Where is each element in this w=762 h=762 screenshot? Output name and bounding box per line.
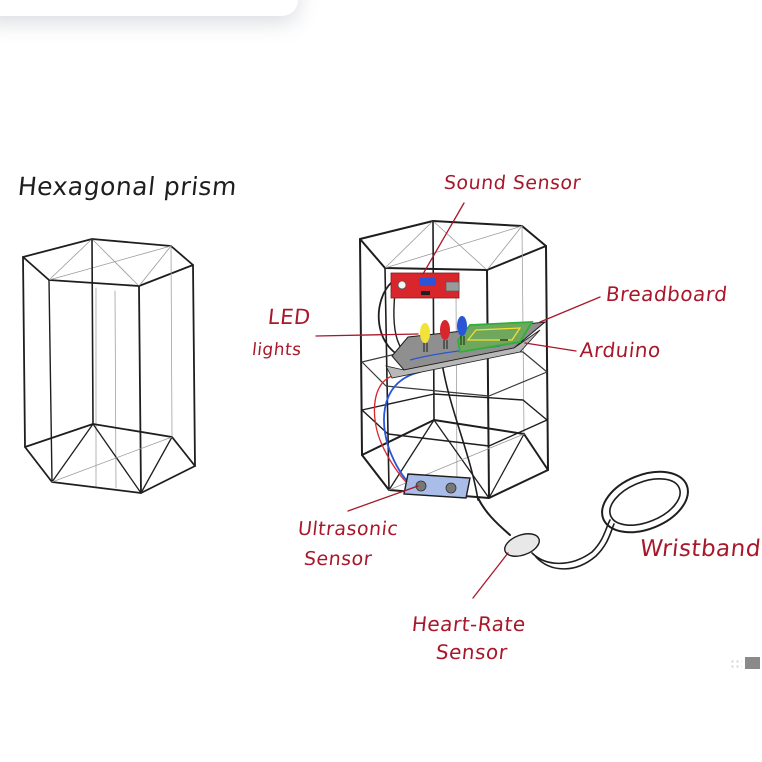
resize-handle[interactable]	[728, 656, 762, 672]
label-ultrasonic-line2: Sensor	[302, 548, 374, 570]
browser-top-panel	[0, 0, 298, 16]
label-leader-lines	[315, 202, 601, 599]
label-arduino: Arduino	[578, 338, 663, 362]
label-heart-rate-line2: Sensor	[434, 640, 509, 664]
square-icon	[745, 657, 760, 669]
ultrasonic-sensor-module	[403, 473, 471, 499]
label-wristband: Wristband.	[638, 536, 762, 562]
arduino-board	[457, 321, 534, 354]
hexagonal-prism-drawing	[22, 238, 196, 494]
label-breadboard: Breadboard	[604, 282, 729, 306]
hexagonal-prism-title: Hexagonal prism	[16, 172, 239, 201]
label-heart-rate-line1: Heart-Rate	[410, 612, 528, 636]
wristband-drawing	[477, 470, 689, 570]
led-lights	[420, 316, 467, 352]
label-sound-sensor: Sound Sensor	[442, 172, 583, 194]
label-ultrasonic-line1: Ultrasonic	[296, 518, 400, 540]
device-prism-drawing	[359, 220, 549, 499]
label-led-line1: LED	[266, 305, 312, 329]
sound-sensor-module	[390, 272, 460, 299]
label-led-line2: lights	[250, 340, 303, 360]
internal-wires	[373, 281, 479, 501]
drag-dots-icon	[730, 659, 742, 669]
